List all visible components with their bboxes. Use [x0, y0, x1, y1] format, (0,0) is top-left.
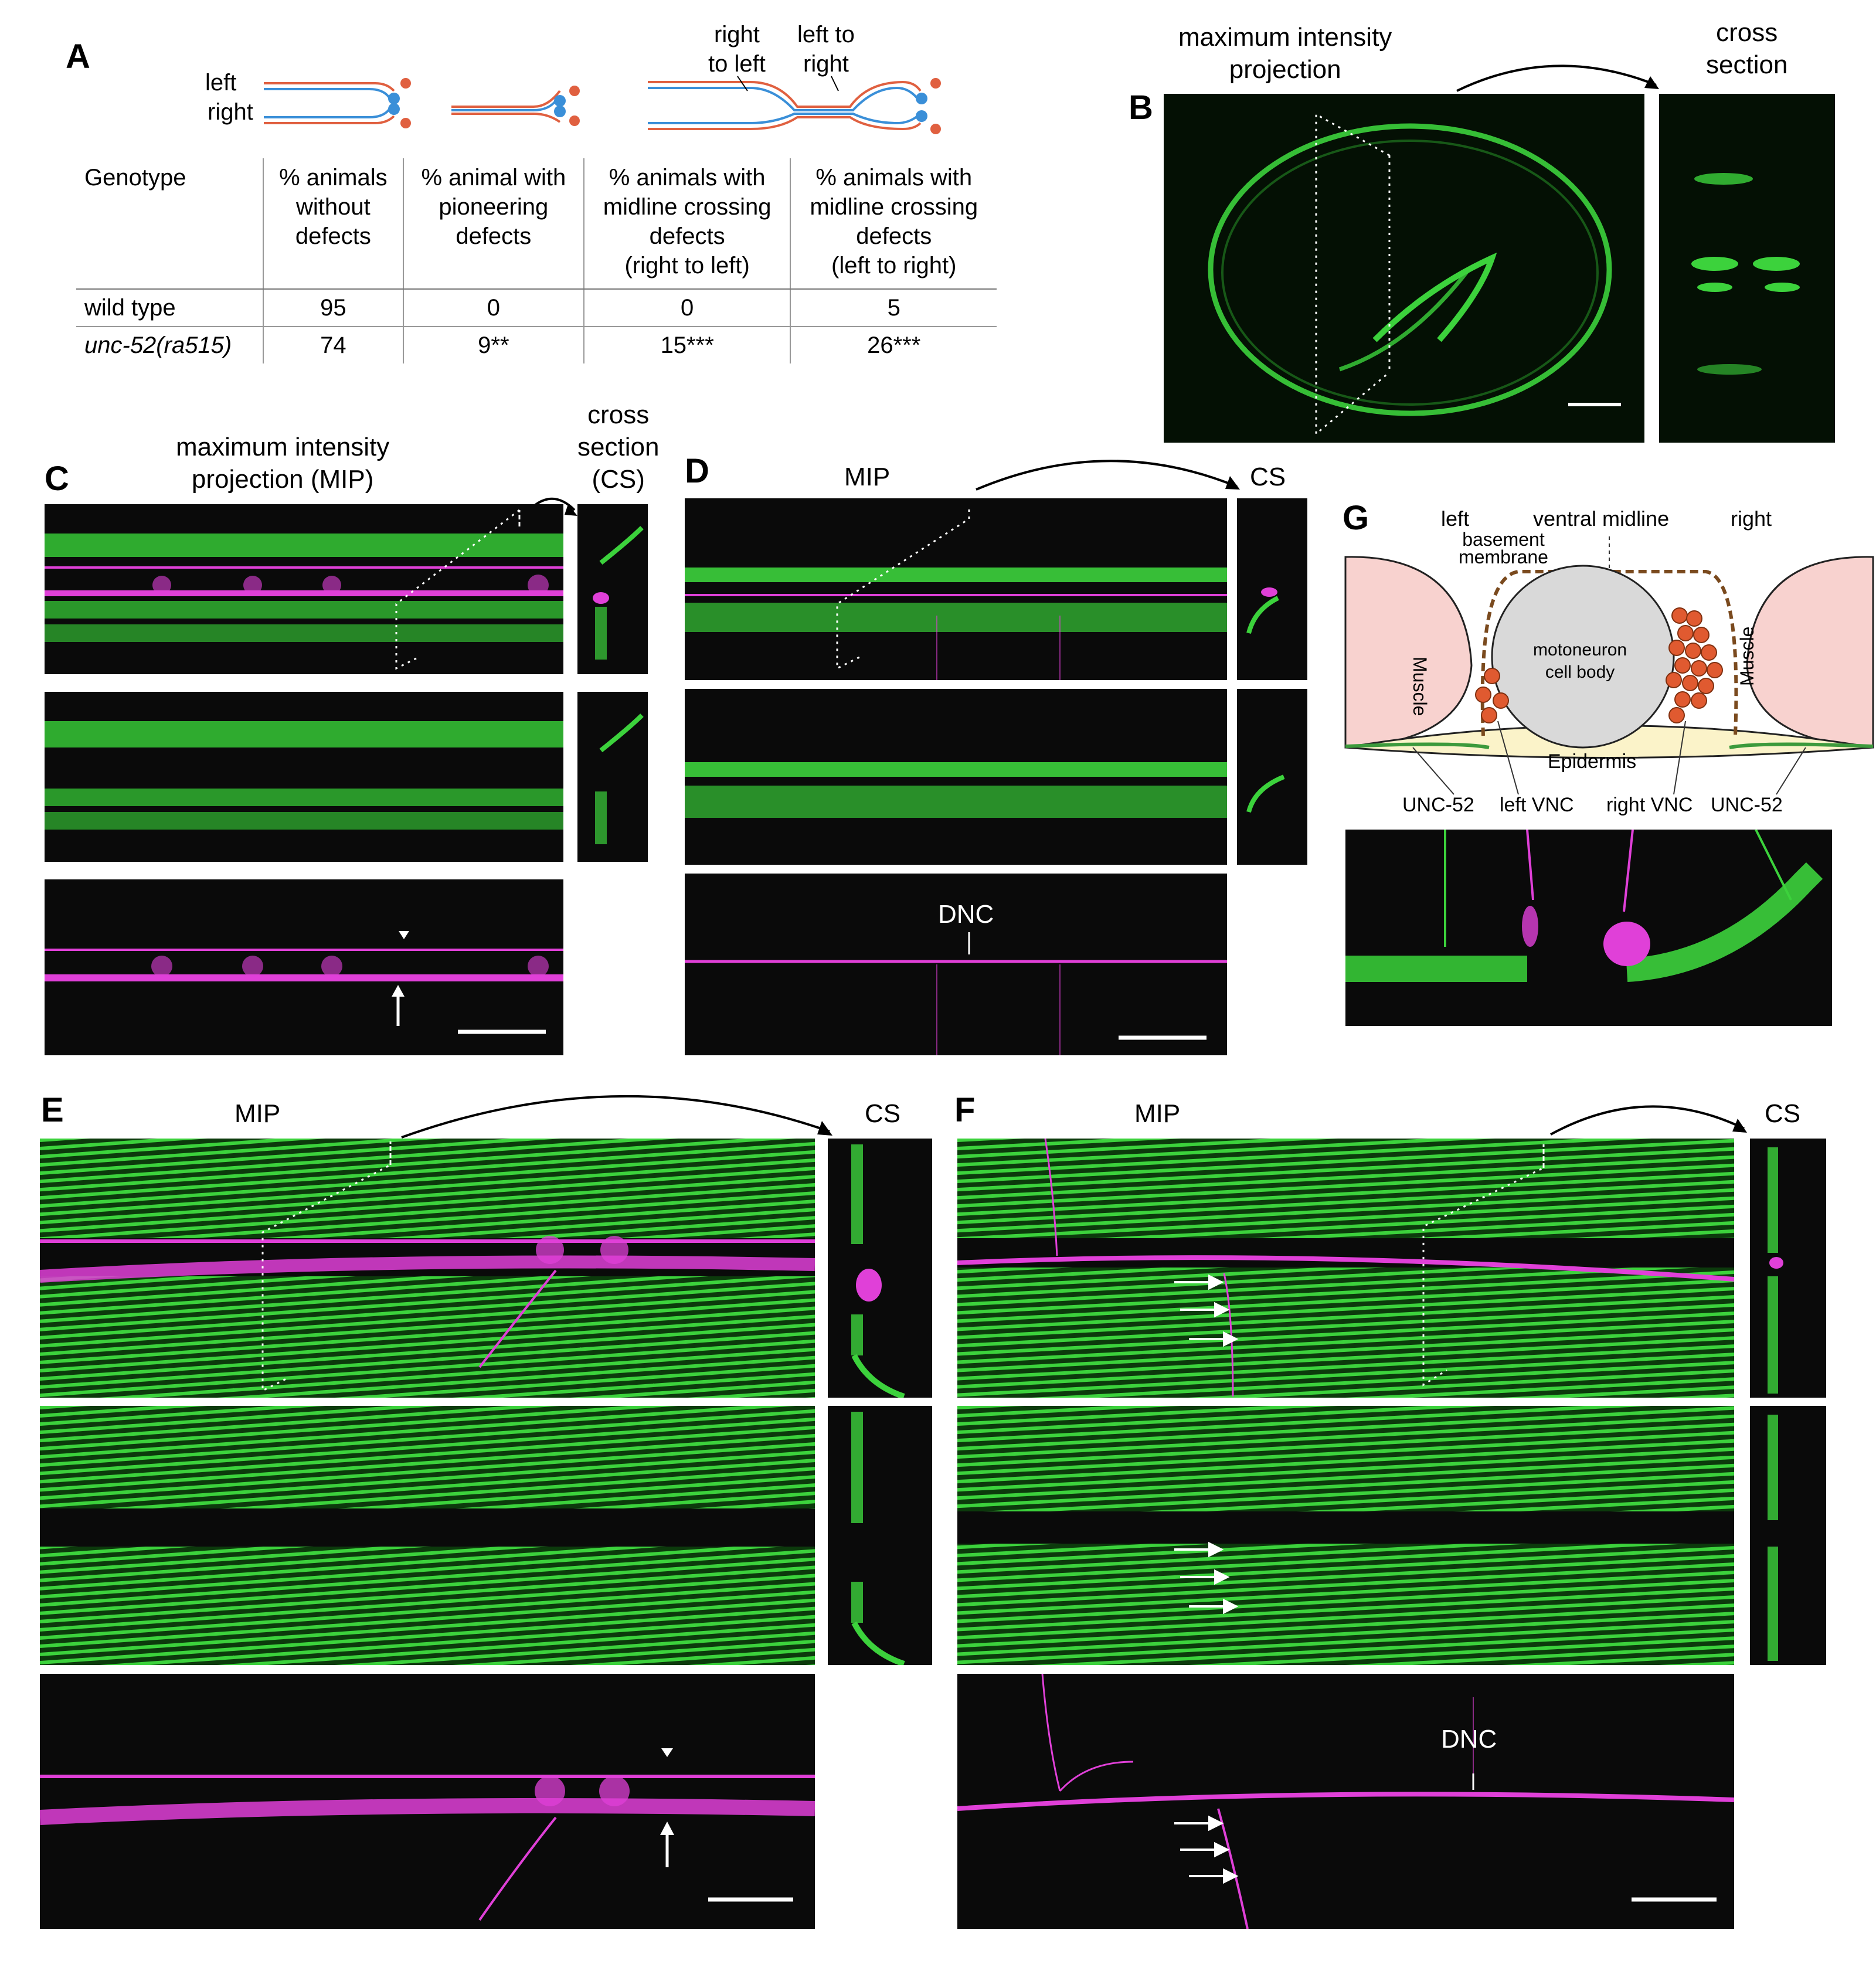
panel-e-mip-green — [40, 1406, 815, 1665]
panel-d-dnc-label: DNC — [938, 900, 994, 929]
schematic-label-right: right — [208, 99, 253, 125]
panel-b-mip-title: maximum intensity projection — [1178, 23, 1392, 84]
g-label-ventral-midline: ventral midline — [1533, 507, 1670, 531]
panel-c-mip-magenta — [45, 879, 563, 1055]
panel-letter-f: F — [954, 1091, 976, 1129]
panel-c-mip-merge — [45, 504, 563, 674]
panel-letter-c: C — [45, 460, 69, 498]
panel-f-cs-title: CS — [1765, 1099, 1801, 1128]
header-right-to-left: % animals with midline crossing defects … — [583, 158, 791, 290]
panel-e-arrow — [401, 1095, 832, 1139]
cell: unc-52(ra515) — [84, 332, 232, 358]
panel-d-cs-green — [1237, 689, 1307, 865]
g-label-unc52-right: UNC-52 — [1711, 794, 1783, 816]
panel-e-mip-magenta — [40, 1674, 815, 1929]
panel-e-cs-merge — [828, 1139, 932, 1398]
panel-c-mip-green — [45, 692, 563, 862]
panel-d-cs-merge — [1237, 498, 1307, 680]
panel-f-mip-magenta — [957, 1674, 1734, 1929]
panel-f-dnc-label: DNC — [1441, 1725, 1497, 1754]
cell: 5 — [790, 289, 997, 327]
cell: 74 — [263, 327, 403, 363]
header-genotype: Genotype — [76, 158, 263, 290]
phenotype-table: Genotype % animals without defects % ani… — [76, 158, 997, 363]
schematic-label-left-to-right: left to right — [797, 22, 855, 77]
panel-d-mip-magenta — [685, 874, 1227, 1055]
panel-d-mip-title: MIP — [844, 463, 891, 491]
panel-b-mip-image — [1164, 94, 1644, 443]
header-pioneering: % animal with pioneering defects — [402, 158, 584, 290]
panel-d-cs-title: CS — [1250, 463, 1286, 491]
axon-schematics — [264, 76, 941, 134]
panel-d-mip-merge — [685, 498, 1227, 680]
g-label-left-vnc: left VNC — [1500, 794, 1574, 816]
g-label-left: left — [1441, 507, 1470, 531]
g-label-motoneuron: motoneuron cell body — [1533, 640, 1627, 682]
panel-d-mip-green — [685, 689, 1227, 865]
panel-e-cs-green — [828, 1406, 932, 1665]
g-label-basement-membrane: basement membrane — [1459, 529, 1548, 568]
panel-f-arrow — [1550, 1105, 1747, 1136]
panel-letter-d: D — [685, 452, 709, 490]
panel-g-image — [1345, 830, 1832, 1026]
panel-letter-e: E — [41, 1091, 64, 1129]
panel-b-cs-title: cross section — [1706, 18, 1788, 79]
g-label-unc52-left: UNC-52 — [1402, 794, 1474, 816]
panel-b-arrow — [1456, 64, 1659, 92]
panel-f-mip-merge — [957, 1139, 1734, 1398]
panel-e-mip-title: MIP — [235, 1099, 281, 1128]
table-row: wild type 95 0 0 5 — [76, 289, 997, 327]
cell: 15*** — [583, 327, 791, 363]
panel-d-arrow — [976, 460, 1240, 491]
cell: 26*** — [790, 327, 997, 363]
schematic-midline-crossing — [648, 76, 941, 134]
panel-g-schematic — [1344, 536, 1874, 795]
panel-f-cs-merge — [1750, 1139, 1826, 1398]
cell: 9** — [402, 327, 584, 363]
g-label-muscle-right: Muscle — [1736, 626, 1758, 686]
panel-c-cs-title: cross section (CS) — [577, 400, 660, 494]
schematic-label-right-to-left: right to left — [708, 22, 766, 77]
panel-b-cs-image — [1659, 94, 1835, 443]
panel-c-cs-merge — [577, 504, 648, 674]
schematic-label-left: left — [205, 70, 237, 96]
g-label-right: right — [1731, 507, 1772, 531]
panel-c-cs-green — [577, 692, 648, 862]
panel-e-cs-title: CS — [865, 1099, 901, 1128]
header-no-defects: % animals without defects — [263, 158, 403, 290]
table-row: unc-52(ra515) 74 9** 15*** 26*** — [76, 327, 997, 363]
cell: 0 — [402, 289, 584, 327]
cell: wild type — [76, 289, 263, 327]
schematic-normal — [264, 78, 411, 128]
panel-f-mip-title: MIP — [1134, 1099, 1181, 1128]
schematic-pioneering — [451, 86, 580, 126]
panel-f-cs-green — [1750, 1406, 1826, 1665]
cell: 95 — [263, 289, 403, 327]
panel-e-mip-merge — [40, 1139, 815, 1398]
header-left-to-right: % animals with midline crossing defects … — [790, 158, 997, 290]
panel-letter-a: A — [66, 38, 90, 76]
cell: 0 — [583, 289, 791, 327]
g-label-epidermis: Epidermis — [1548, 750, 1637, 773]
g-label-muscle-left: Muscle — [1409, 657, 1430, 716]
panel-c-mip-title: maximum intensity projection (MIP) — [176, 433, 390, 494]
g-label-right-vnc: right VNC — [1606, 794, 1693, 816]
panel-letter-g: G — [1343, 499, 1369, 537]
panel-letter-b: B — [1129, 89, 1153, 127]
panel-f-mip-green — [957, 1406, 1734, 1665]
